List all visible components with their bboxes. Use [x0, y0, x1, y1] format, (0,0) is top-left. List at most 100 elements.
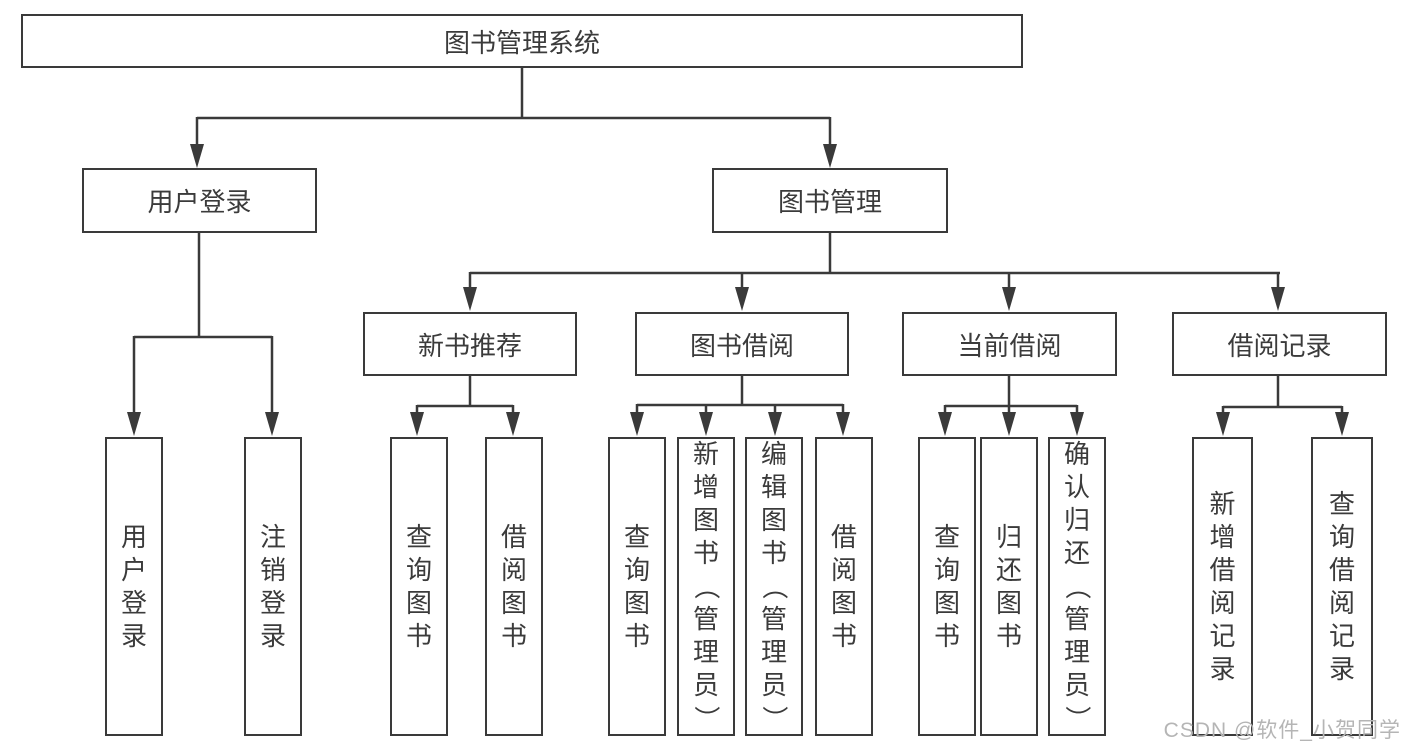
arrowhead: [823, 144, 837, 168]
leaf-add-borrow-record: 新增借阅记录: [1192, 437, 1253, 736]
vertical-label-char: 图: [933, 587, 960, 618]
vertical-label-char: （: [1062, 573, 1093, 600]
vertical-label-char: 图: [500, 587, 527, 618]
edge-borrow-rec-to-leaves: [1216, 376, 1349, 436]
vertical-label-char: 询: [623, 554, 650, 585]
vertical-label-char: ）: [759, 705, 790, 732]
vertical-label-char: 增: [1209, 521, 1236, 552]
edge-root-to-level2: [190, 68, 837, 168]
vertical-label-char: 查: [623, 521, 650, 552]
vertical-label-char: 录: [259, 620, 286, 651]
leaf-query-books-3: 查询图书: [918, 437, 976, 736]
vertical-label-char: 新: [1209, 488, 1236, 519]
vertical-label-char: 查: [933, 521, 960, 552]
vertical-label-char: 借: [830, 521, 857, 552]
vertical-label-char: 书: [692, 538, 719, 568]
vertical-label-char: 录: [1328, 653, 1355, 684]
leaf-query-books-1: 查询图书: [390, 437, 448, 736]
node-book-borrowing: 图书借阅: [635, 312, 849, 376]
vertical-label-char: 图: [995, 587, 1022, 618]
leaf-return-books: 归还图书: [980, 437, 1038, 736]
vertical-label-char: 理: [692, 637, 719, 667]
csdn-watermark: CSDN @软件_小贺同学: [1163, 719, 1401, 742]
arrowhead: [1002, 287, 1016, 311]
edge-new-book-to-leaves: [410, 376, 520, 436]
vertical-label-char: 员: [760, 670, 787, 700]
vertical-label-char: 记: [1328, 620, 1355, 651]
leaf-logout: 注销登录: [244, 437, 302, 736]
arrowhead: [735, 287, 749, 311]
arrowhead: [699, 412, 713, 436]
vertical-label-char: 书: [760, 538, 787, 568]
vertical-label-char: 书: [933, 620, 960, 651]
node-borrow-records: 借阅记录: [1172, 312, 1387, 376]
arrowhead: [1070, 412, 1084, 436]
vertical-label-char: 图: [405, 587, 432, 618]
vertical-label-char: 归: [995, 521, 1022, 552]
vertical-label-char: 询: [405, 554, 432, 585]
vertical-label-char: 图: [692, 505, 719, 535]
vertical-label-char: 理: [760, 637, 787, 667]
arrowhead: [410, 412, 424, 436]
edge-user-login-to-leaves: [127, 233, 279, 436]
vertical-label-char: 借: [500, 521, 527, 552]
vertical-label-char: 销: [259, 554, 286, 585]
leaf-confirm-return-admin: 确认归还（管理员）: [1048, 437, 1106, 736]
vertical-label-char: 阅: [830, 554, 857, 585]
vertical-label-char: 阅: [1209, 587, 1236, 618]
vertical-label-char: 图: [760, 505, 787, 535]
vertical-label-char: 阅: [500, 554, 527, 585]
vertical-label-char: 认: [1063, 472, 1090, 502]
arrowhead: [836, 412, 850, 436]
edge-book-borrow-to-leaves: [630, 376, 850, 436]
vertical-label-char: 辑: [760, 472, 787, 502]
vertical-label-char: 登: [259, 587, 286, 618]
vertical-label-char: 登: [120, 587, 147, 618]
vertical-label-char: 询: [1328, 521, 1355, 552]
vertical-label-char: 书: [830, 620, 857, 651]
vertical-label-char: 阅: [1328, 587, 1355, 618]
leaf-user-login: 用户登录: [105, 437, 163, 736]
vertical-label-char: 归: [1063, 505, 1090, 535]
arrowhead: [1216, 412, 1230, 436]
arrowhead: [1271, 287, 1285, 311]
vertical-label-char: （: [691, 573, 722, 600]
arrowhead: [938, 412, 952, 436]
vertical-label-char: 户: [120, 554, 147, 585]
vertical-label-char: 用: [120, 521, 147, 552]
vertical-label-char: 书: [405, 620, 432, 651]
arrowhead: [265, 412, 279, 436]
vertical-label-char: 借: [1209, 554, 1236, 585]
node-book-management: 图书管理: [712, 168, 948, 233]
vertical-label-char: 录: [1209, 653, 1236, 684]
node-new-book-recommend: 新书推荐: [363, 312, 577, 376]
vertical-label-char: 书: [500, 620, 527, 651]
arrowhead: [190, 144, 204, 168]
vertical-label-char: 还: [1063, 538, 1090, 568]
root-node-system: 图书管理系统: [21, 14, 1023, 68]
vertical-label-char: 录: [120, 620, 147, 651]
arrowhead: [768, 412, 782, 436]
vertical-label-char: 借: [1328, 554, 1355, 585]
vertical-label-char: 管: [692, 604, 719, 634]
vertical-label-char: 员: [1063, 670, 1090, 700]
edge-cur-borrow-to-leaves: [938, 376, 1084, 436]
vertical-label-char: 书: [623, 620, 650, 651]
leaf-query-books-2: 查询图书: [608, 437, 666, 736]
vertical-label-char: 询: [933, 554, 960, 585]
vertical-label-char: ）: [1062, 705, 1093, 732]
vertical-label-char: 理: [1063, 637, 1090, 667]
vertical-label-char: 书: [995, 620, 1022, 651]
vertical-label-char: 管: [760, 604, 787, 634]
vertical-label-char: 确: [1063, 439, 1090, 469]
arrowhead: [506, 412, 520, 436]
node-current-borrowing: 当前借阅: [902, 312, 1117, 376]
vertical-label-char: 新: [692, 439, 719, 469]
vertical-label-char: 图: [830, 587, 857, 618]
vertical-label-char: （: [759, 573, 790, 600]
leaf-borrow-books-1: 借阅图书: [485, 437, 543, 736]
vertical-label-char: 还: [995, 554, 1022, 585]
vertical-label-char: ）: [691, 705, 722, 732]
